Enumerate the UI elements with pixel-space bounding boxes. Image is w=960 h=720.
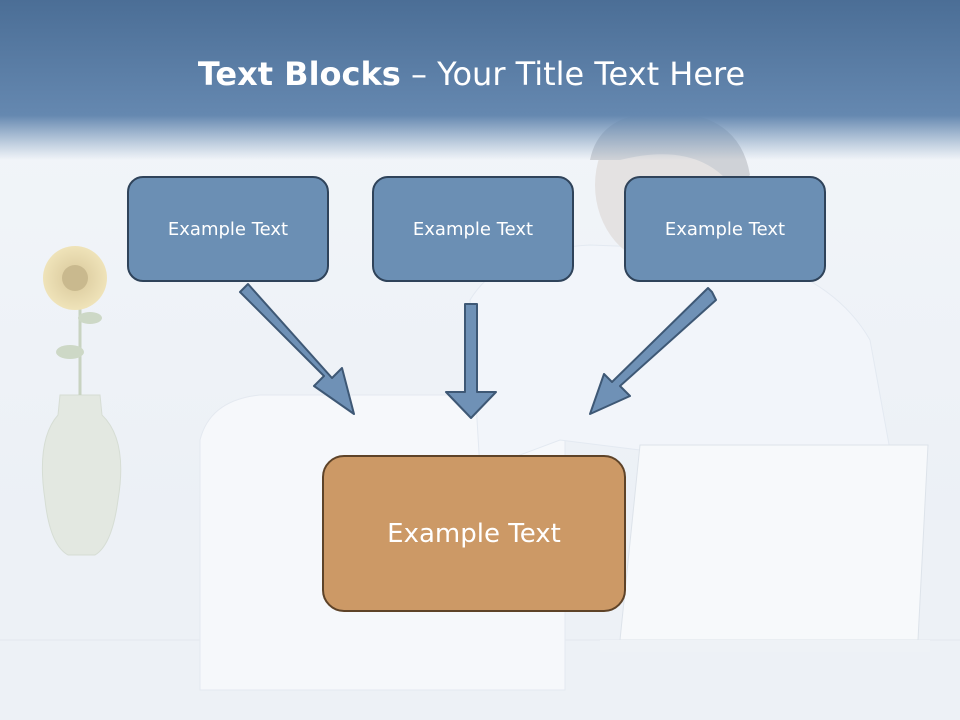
text-block-center-label: Example Text bbox=[412, 218, 534, 240]
text-block-right-label: Example Text bbox=[664, 218, 786, 240]
slide-title: Text Blocks – Your Title Text Here bbox=[0, 52, 943, 96]
text-block-right: Example Text bbox=[624, 176, 826, 282]
target-text-block: Example Text bbox=[322, 455, 626, 612]
text-block-center: Example Text bbox=[372, 176, 574, 282]
text-block-left-label: Example Text bbox=[167, 218, 289, 240]
target-text-block-label: Example Text bbox=[387, 518, 561, 549]
slide-title-rest: – Your Title Text Here bbox=[400, 55, 746, 93]
slide-title-bold: Text Blocks bbox=[197, 55, 401, 93]
text-block-left: Example Text bbox=[127, 176, 329, 282]
